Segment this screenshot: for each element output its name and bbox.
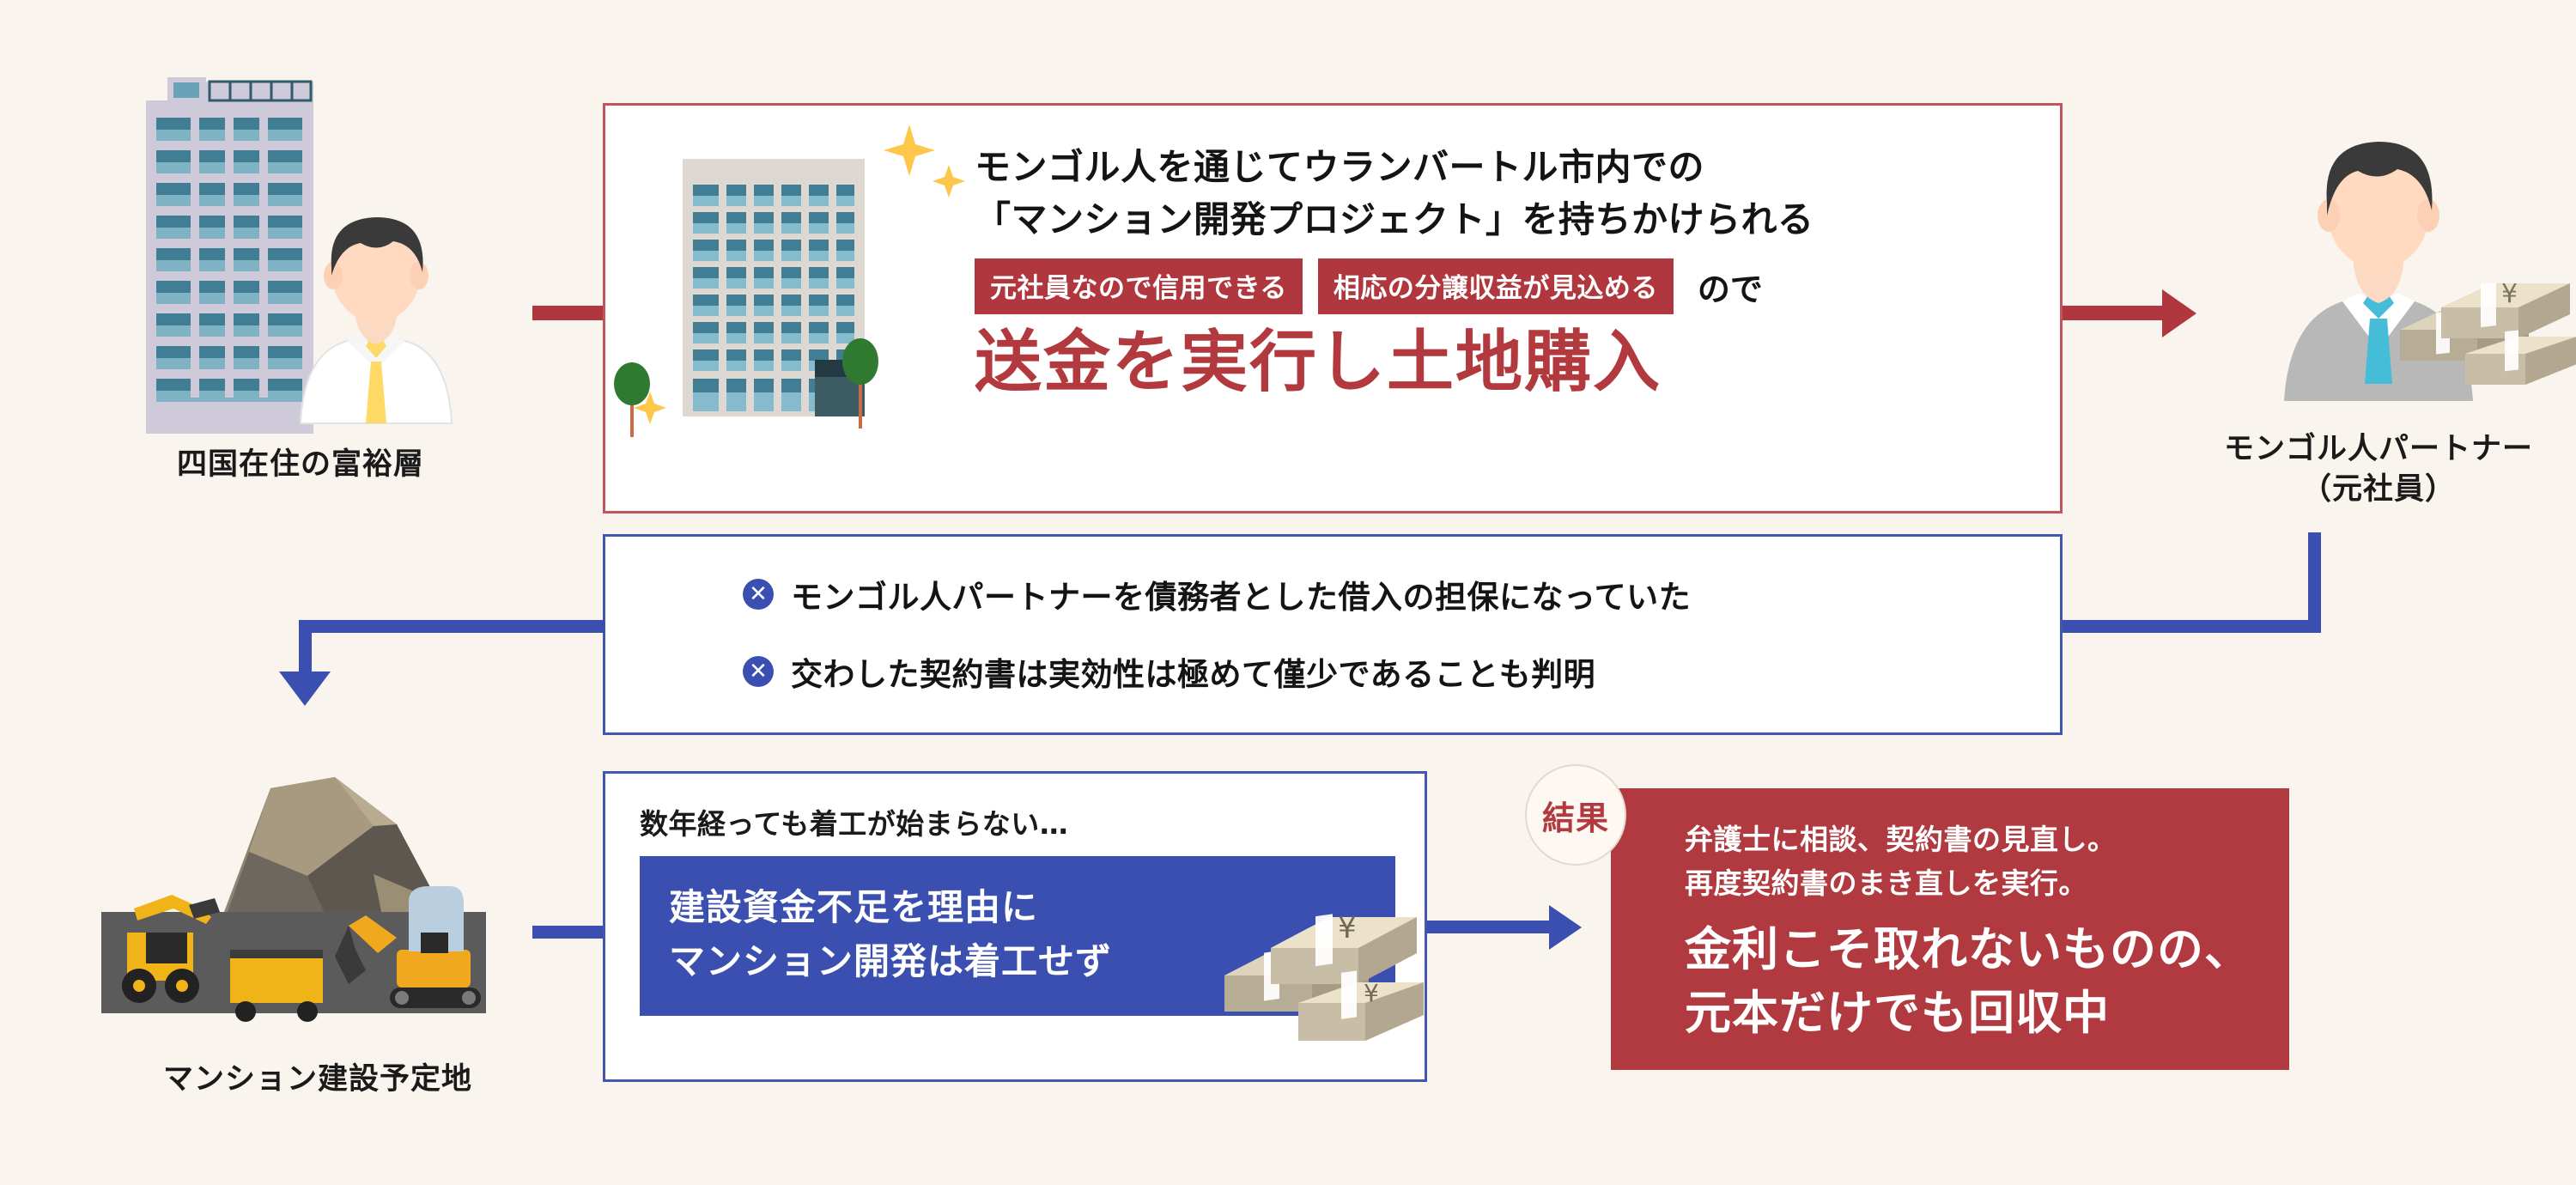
step2-bullet-text-0: モンゴル人パートナーを債務者とした借入の担保になっていた	[791, 579, 1692, 616]
step2-bullet-1: ✕ 交わした契約書は実効性は極めて僅少であることも判明	[743, 648, 1691, 695]
tree-icon-left	[614, 362, 650, 437]
connector-step2-to-bottomleft-vertical	[299, 620, 312, 673]
step1-badge-0: 元社員なので信用できる	[975, 258, 1303, 314]
construction-site-illustration	[101, 777, 486, 1022]
right-actor-caption: モンゴル人パートナー （元社員）	[2181, 429, 2576, 511]
right-actor-caption-line2: （元社員）	[2300, 472, 2456, 507]
step2-panel: ✕ モンゴル人パートナーを債務者とした借入の担保になっていた ✕ 交わした契約書…	[603, 534, 2063, 735]
cash-bundle-illustration: ¥	[2400, 279, 2576, 385]
connector-left-actor-to-step1	[532, 306, 608, 320]
result-emphasis-line2: 元本だけでも回収中	[1685, 986, 2110, 1041]
step1-text-block: モンゴル人を通じてウランバートル市内での 「マンション開発プロジェクト」を持ちか…	[975, 142, 2039, 400]
step3-panel-line2: マンション開発は着工せず	[669, 940, 1113, 982]
result-line1: 弁護士に相談、契約書の見直し。	[1685, 823, 2117, 856]
step1-badge-suffix: ので	[1697, 270, 1763, 308]
circle-x-icon-2: ✕	[743, 656, 774, 687]
connector-step2-to-bottomleft-arrow	[279, 672, 331, 706]
connector-step2-to-bottomleft-horizontal	[299, 620, 605, 633]
step2-bullet-text-1: 交わした契約書は実効性は極めて僅少であることも判明	[791, 656, 1596, 693]
office-building-illustration	[146, 77, 313, 434]
step1-emphasis: 送金を実行し土地購入	[975, 323, 1662, 401]
sparkle-icon-small	[933, 165, 965, 198]
right-actor-caption-line1: モンゴル人パートナー	[2223, 432, 2533, 466]
circle-x-icon: ✕	[743, 579, 774, 610]
excavator-icon	[335, 886, 481, 1008]
left-actor-caption: 四国在住の富裕層	[176, 447, 424, 482]
businessman-illustration	[299, 217, 453, 424]
bottom-left-caption: マンション建設予定地	[162, 1062, 472, 1097]
connector-bottomleft-to-step3	[532, 926, 605, 939]
step1-badge-row: 元社員なので信用できる 相応の分譲収益が見込める ので	[975, 258, 2039, 314]
tree-icon-right	[842, 338, 878, 428]
step1-headline-line2: 「マンション開発プロジェクト」を持ちかけられる	[975, 198, 1814, 240]
connector-right-to-step2-vertical	[2308, 532, 2321, 627]
step2-bullet-0: ✕ モンゴル人パートナーを債務者とした借入の担保になっていた	[743, 571, 1691, 617]
svg-text:¥: ¥	[1364, 979, 1379, 1007]
connector-step3-to-result-line	[1427, 921, 1549, 933]
step1-headline-line1: モンゴル人を通じてウランバートル市内での	[975, 146, 1705, 188]
dump-cart-icon	[230, 950, 323, 1022]
svg-text:¥: ¥	[1338, 911, 1357, 945]
result-line2: 再度契約書のまき直しを実行。	[1685, 866, 2087, 901]
step2-bullet-list: ✕ モンゴル人パートナーを債務者とした借入の担保になっていた ✕ 交わした契約書…	[743, 571, 1691, 695]
connector-step3-to-result-arrow	[1549, 905, 1582, 950]
businessman-suit-illustration	[2284, 142, 2473, 401]
step1-panel: モンゴル人を通じてウランバートル市内での 「マンション開発プロジェクト」を持ちか…	[603, 103, 2063, 514]
bottom-left-illustration	[77, 773, 558, 1048]
left-actor-illustration	[120, 47, 481, 434]
loader-icon	[122, 895, 220, 1003]
svg-text:¥: ¥	[2501, 279, 2518, 309]
step1-badge-1: 相応の分譲収益が見込める	[1317, 258, 1674, 314]
connector-step1-to-right-actor-line	[2063, 306, 2162, 320]
connector-right-to-step2-horizontal	[2063, 620, 2321, 633]
result-panel: 弁護士に相談、契約書の見直し。 再度契約書のまき直しを実行。 金利こそ取れないも…	[1611, 788, 2289, 1070]
step3-note: 数年経っても着工が始まらない…	[640, 807, 1069, 841]
sparkle-icon-small-2	[634, 392, 666, 424]
result-emphasis-line1: 金利こそ取れないものの、	[1685, 922, 2251, 977]
apartment-building-illustration	[683, 159, 865, 416]
result-badge: 結果	[1525, 764, 1626, 866]
right-actor-illustration: ¥	[2250, 82, 2576, 425]
step3-panel-line1: 建設資金不足を理由に	[669, 886, 1039, 928]
cash-bundle-illustration-2: ¥ ¥	[1224, 911, 1424, 1041]
sparkle-icon	[884, 125, 935, 176]
connector-step1-to-right-actor-arrow	[2162, 289, 2196, 337]
